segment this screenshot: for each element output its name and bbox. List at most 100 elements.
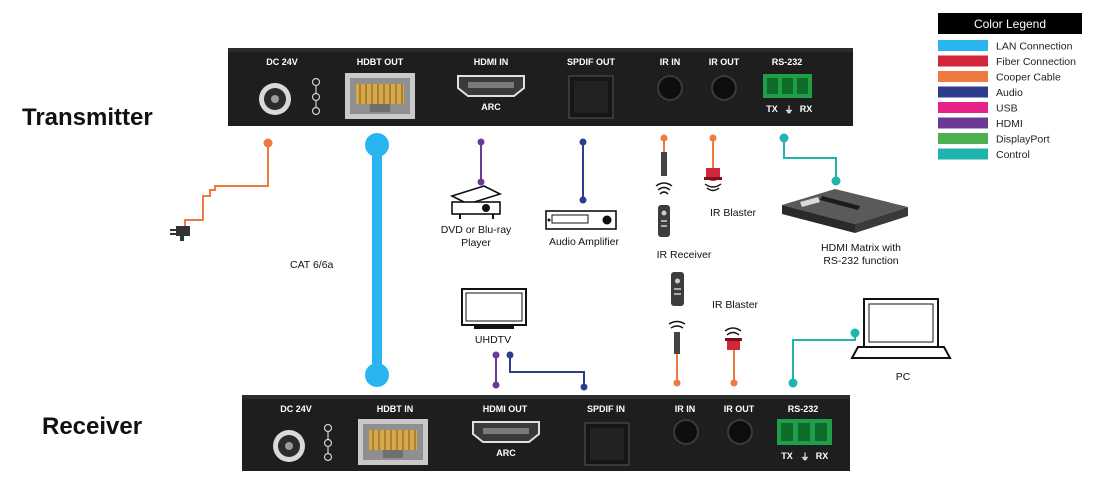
tx-irout-label: IR OUT [709, 57, 740, 67]
legend-label: Audio [996, 87, 1023, 99]
rx-irout-cable [730, 350, 738, 387]
legend-item: DisplayPort [938, 133, 1050, 146]
rx-spdif-port-icon [584, 422, 630, 466]
ir-blaster-bottom-label: IR Blaster [712, 299, 759, 311]
receiver-panel: DC 24V HDBT IN HDMI OUT SPDIF IN IR IN I… [242, 395, 850, 471]
tx-arc-label: ARC [481, 102, 501, 112]
rx-spdif-label: SPDIF IN [587, 404, 625, 414]
tx-tx-label: TX [766, 104, 778, 114]
tx-dc-jack-icon [259, 83, 291, 115]
rx-rs232-label: RS-232 [788, 404, 819, 414]
rx-rj45-port-icon [358, 419, 428, 465]
rx-irin-label: IR IN [675, 404, 696, 414]
tx-rs232-label: RS-232 [772, 57, 803, 67]
rx-audio-cable [506, 351, 588, 391]
audio-amplifier-icon [545, 210, 617, 230]
legend-swatch [938, 133, 988, 144]
rx-ir-blaster-icon [724, 327, 742, 350]
lan-cable [365, 133, 389, 387]
tx-rs232-terminal-icon [763, 74, 812, 98]
receiver-title: Receiver [42, 413, 142, 440]
rx-irin-jack-icon [673, 419, 699, 445]
tx-irin-jack-icon [657, 75, 683, 101]
amplifier-label: Audio Amplifier [549, 236, 620, 248]
tx-spdif-port-icon [568, 75, 614, 119]
tx-ground-icon: ⏚ [784, 105, 793, 115]
rx-rx-label: RX [816, 451, 829, 461]
legend-item: Fiber Connection [938, 55, 1076, 68]
tx-polarity-icon [311, 77, 321, 116]
pc-laptop-icon [850, 298, 952, 359]
legend-title: Color Legend [974, 17, 1046, 31]
dvd-label-line2: Player [461, 237, 491, 249]
transmitter-panel: DC 24V HDBT OUT HDMI IN SPDIF OUT IR IN … [228, 48, 853, 126]
rx-ground-icon: ⏚ [800, 452, 809, 462]
legend-swatch [938, 102, 988, 113]
tx-irout-cable [709, 134, 717, 168]
dvd-label-line1: DVD or Blu-ray [441, 224, 512, 236]
rx-ir-receiver-wave-icon [668, 320, 686, 329]
tx-irout-jack-icon [711, 75, 737, 101]
rx-hdmi-cable [492, 351, 500, 389]
tx-rj45-port-icon [345, 73, 415, 119]
rx-dc-label: DC 24V [280, 404, 312, 414]
tx-hdmi-label: HDMI IN [474, 57, 509, 67]
legend-item: USB [938, 102, 1018, 115]
pc-label: PC [896, 371, 911, 383]
matrix-label-line2: RS-232 function [823, 255, 898, 267]
legend-label: HDMI [996, 118, 1023, 130]
tx-irin-label: IR IN [660, 57, 681, 67]
legend-label: Control [996, 149, 1030, 161]
legend-swatch [938, 86, 988, 98]
power-plug-icon [170, 226, 190, 241]
legend-label: DisplayPort [996, 134, 1050, 146]
legend-swatch [938, 40, 988, 51]
rx-irout-jack-icon [727, 419, 753, 445]
tx-audio-cable [579, 138, 587, 204]
tx-hdbt-label: HDBT OUT [357, 57, 404, 67]
rx-hdmi-port-icon [472, 421, 540, 443]
legend-item: Audio [938, 86, 1023, 99]
transmitter-title: Transmitter [22, 104, 153, 131]
legend-label: Fiber Connection [996, 56, 1076, 68]
rx-rs232-terminal-icon [777, 419, 832, 445]
rx-tx-label: TX [781, 451, 793, 461]
tx-rx-label: RX [800, 104, 813, 114]
tx-ir-blaster-icon [704, 168, 722, 192]
uhdtv-label: UHDTV [475, 334, 511, 346]
rx-hdmi-label: HDMI OUT [483, 404, 528, 414]
rx-irout-label: IR OUT [724, 404, 755, 414]
rx-arc-label: ARC [496, 448, 516, 458]
dvd-player-icon [449, 185, 503, 219]
cable-label: CAT 6/6a [290, 259, 334, 271]
uhdtv-icon [461, 288, 527, 329]
power-cable [184, 138, 273, 226]
tx-hdmi-cable [477, 138, 485, 186]
legend-item: LAN Connection [938, 40, 1073, 53]
tx-irin-cable [660, 134, 668, 176]
hdmi-matrix-icon [782, 189, 908, 233]
tx-hdmi-port-icon [457, 75, 525, 97]
tx-ir-receiver-wave-icon [655, 182, 673, 195]
ir-receiver-label: IR Receiver [657, 249, 712, 261]
middle-remote-icon [671, 272, 684, 306]
tx-dc-label: DC 24V [266, 57, 298, 67]
rx-dc-jack-icon [273, 430, 305, 462]
rx-hdbt-label: HDBT IN [377, 404, 414, 414]
legend-label: LAN Connection [996, 41, 1073, 53]
rx-control-cable [788, 328, 860, 388]
tx-spdif-label: SPDIF OUT [567, 57, 616, 67]
tx-remote-icon [658, 205, 670, 237]
matrix-label-line1: HDMI Matrix with [821, 242, 901, 254]
ir-blaster-top-label: IR Blaster [710, 207, 757, 219]
legend-swatch [938, 117, 988, 129]
legend-label: USB [996, 103, 1018, 115]
legend-label: Cooper Cable [996, 72, 1061, 84]
tx-control-cable [779, 133, 841, 186]
rx-irin-cable [673, 332, 681, 387]
legend-item: Cooper Cable [938, 71, 1061, 84]
legend-item: HDMI [938, 117, 1023, 130]
legend-item: Control [938, 148, 1030, 161]
rx-polarity-icon [323, 423, 333, 462]
